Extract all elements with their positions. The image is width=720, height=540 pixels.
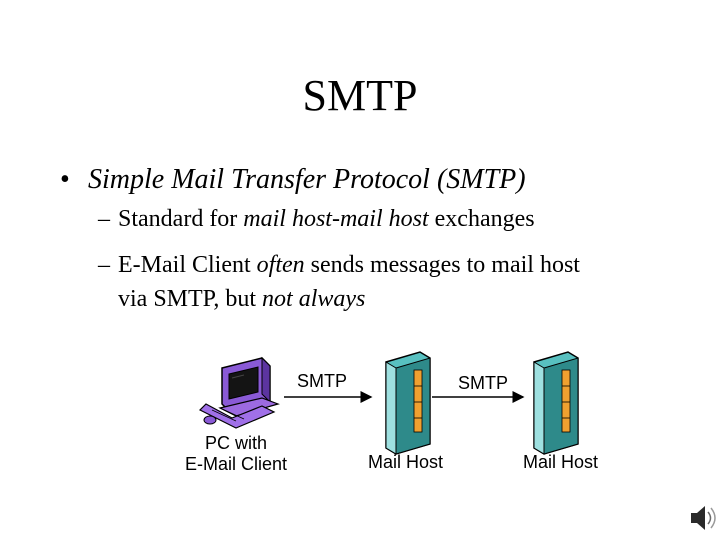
pc-label-line2: E-Mail Client: [170, 454, 302, 475]
mail-host-2-label: Mail Host: [523, 452, 598, 473]
arrow1-label: SMTP: [297, 371, 347, 392]
pc-label-line1: PC with: [170, 433, 302, 454]
speaker-icon[interactable]: [691, 506, 715, 530]
pc-icon: [200, 358, 278, 428]
mail-host-1-label: Mail Host: [368, 452, 443, 473]
arrow2-label: SMTP: [458, 373, 508, 394]
server-icon: [386, 352, 430, 454]
pc-label: PC with E-Mail Client: [170, 433, 302, 475]
server-icon: [534, 352, 578, 454]
